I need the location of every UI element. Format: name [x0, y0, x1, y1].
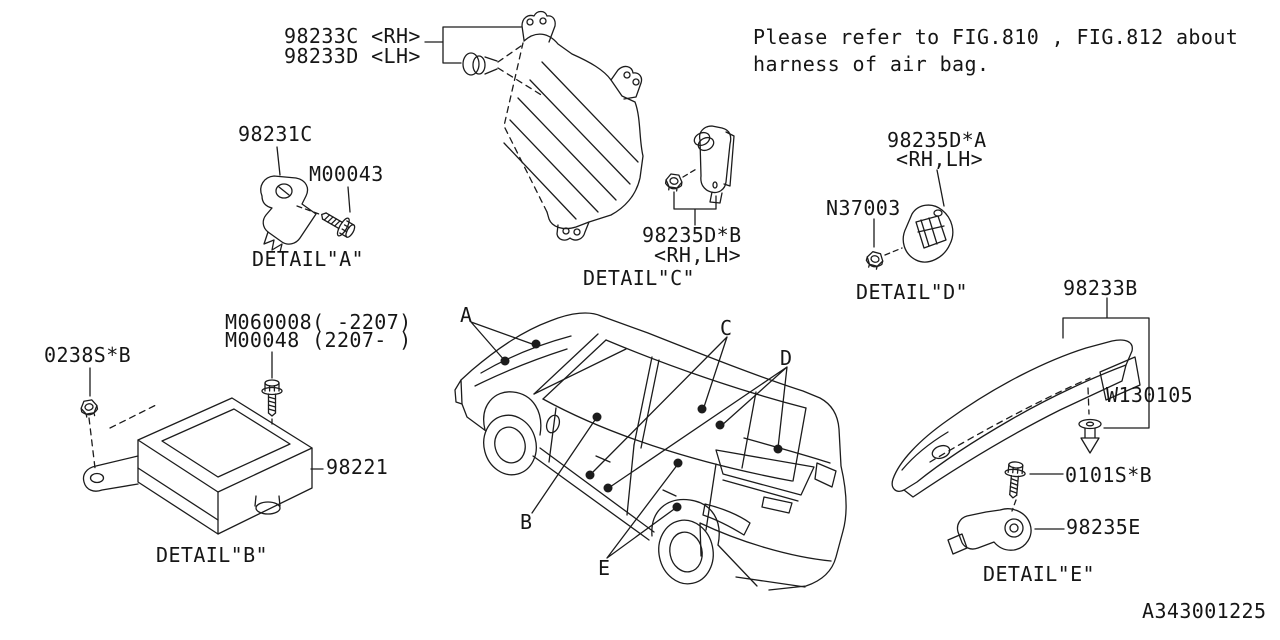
- car-marker-e: E: [598, 556, 611, 580]
- car-marker-a: A: [460, 303, 473, 327]
- car-marker-c: C: [720, 316, 733, 340]
- part-label-m00043: M00043: [309, 162, 384, 186]
- car-drawing: [454, 312, 847, 591]
- grommet-98233c-drawing: [462, 45, 544, 97]
- part-label-98233d: 98233D <LH>: [284, 44, 421, 68]
- car-marker-b: B: [520, 510, 533, 534]
- part-label-98235d-a-side: <RH,LH>: [896, 147, 984, 171]
- detail-a-title: DETAIL"A": [252, 247, 364, 271]
- sensor-location-dots: [500, 339, 783, 512]
- detail-d-drawing: [864, 169, 954, 271]
- detail-c-title: DETAIL"C": [583, 266, 695, 290]
- note-line-1: Please refer to FIG.810 , FIG.812 about: [753, 25, 1239, 49]
- part-label-98235d-b: 98235D*B: [642, 223, 742, 247]
- car-marker-d: D: [780, 346, 793, 370]
- grommet-callout-bracket: [424, 26, 522, 64]
- part-label-98233b: 98233B: [1063, 276, 1138, 300]
- part-label-n37003: N37003: [826, 196, 901, 220]
- note-line-2: harness of air bag.: [753, 52, 990, 76]
- door-panel-drawing: [503, 10, 644, 241]
- part-label-w130105: W130105: [1106, 383, 1194, 407]
- part-label-98233c: 98233C <RH>: [284, 24, 421, 48]
- part-label-98235d-a: 98235D*A: [887, 128, 987, 152]
- part-label-0101s-b: 0101S*B: [1065, 463, 1153, 487]
- part-label-98235d-b-side: <RH,LH>: [654, 243, 742, 267]
- sensor-98235e-drawing: [947, 508, 1032, 555]
- detail-d-title: DETAIL"D": [856, 280, 968, 304]
- part-label-m060008: M060008( -2207): [225, 310, 412, 334]
- part-label-98221: 98221: [326, 455, 389, 479]
- part-label-98235e: 98235E: [1066, 515, 1141, 539]
- diagram-code: A343001225: [1142, 599, 1267, 623]
- part-label-0238s-b: 0238S*B: [44, 343, 132, 367]
- detail-b-drawing: [79, 351, 324, 535]
- detail-b-title: DETAIL"B": [156, 543, 268, 567]
- detail-e-drawing: [891, 297, 1150, 555]
- part-label-98231c: 98231C: [238, 122, 313, 146]
- detail-e-title: DETAIL"E": [983, 562, 1095, 586]
- detail-c-drawing: [664, 125, 735, 226]
- detail-a-drawing: [260, 146, 359, 253]
- clip-w130105-drawing: [1078, 418, 1102, 454]
- marker-leader-lines: [470, 321, 788, 559]
- part-label-m00048: M00048 (2207- ): [225, 328, 412, 352]
